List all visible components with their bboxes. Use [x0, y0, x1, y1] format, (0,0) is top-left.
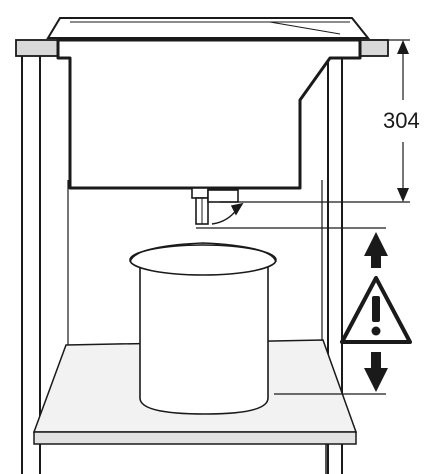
warning-triangle-icon — [340, 276, 412, 344]
rotate-arrow-icon — [211, 202, 244, 225]
arrow-down-icon — [364, 352, 388, 392]
dimension-lines — [196, 39, 410, 395]
dimension-arrows — [397, 40, 409, 202]
dimension-label: 304 — [383, 108, 420, 133]
pot — [129, 242, 277, 415]
hob-body — [56, 38, 362, 190]
hob-frame — [46, 17, 371, 39]
drain-valve — [191, 187, 239, 225]
arrow-up-icon — [364, 232, 388, 268]
